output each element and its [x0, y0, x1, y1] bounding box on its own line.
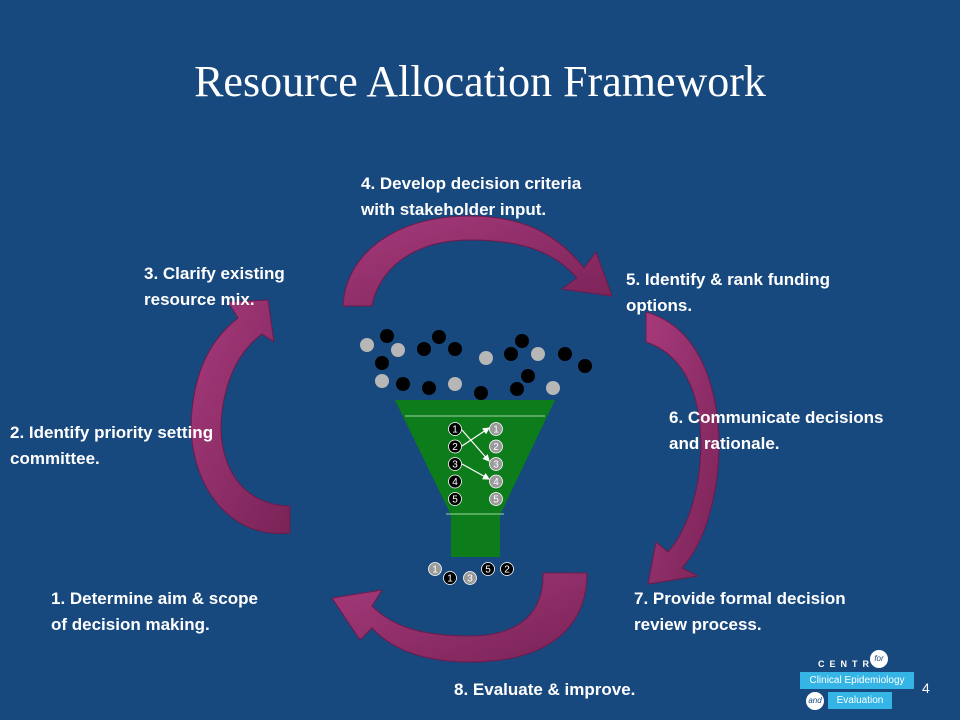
rank-marker-left: 5 [448, 492, 462, 506]
logo-line-1: Clinical Epidemiology [800, 672, 914, 689]
output-marker-text: 5 [485, 565, 491, 576]
cycle-arrow-right [645, 311, 720, 585]
rank-marker-left: 1 [448, 422, 462, 436]
rank-marker-right: 5 [489, 492, 503, 506]
funnel-output: 11 3 5 2 [428, 562, 514, 585]
step-8-label: 8. Evaluate & improve. [454, 680, 636, 699]
rank-marker-left-text: 1 [452, 425, 458, 436]
rank-marker-left: 4 [448, 474, 462, 489]
logo-for-badge: for [870, 650, 888, 668]
output-marker-text: 2 [504, 565, 510, 576]
rank-marker-left-text: 5 [452, 495, 458, 506]
rank-marker-right-text: 5 [493, 495, 499, 506]
ranking-arrows [461, 427, 491, 480]
output-marker-text: 1 [432, 565, 438, 576]
step-4-label: 4. Develop decision criteria with stakeh… [361, 174, 582, 219]
rank-marker-right: 1 [489, 422, 503, 436]
step-7-label: 7. Provide formal decision review proces… [634, 589, 846, 634]
step-5-label: 5. Identify & rank funding options. [626, 270, 831, 315]
funnel-left-column: 1 2 3 4 5 [448, 422, 462, 506]
cce-logo: CENTRE for Clinical Epidemiology and Eva… [800, 648, 918, 714]
options-balls [360, 329, 592, 400]
output-marker: 1 [428, 562, 442, 576]
step-1-label: 1. Determine aim & scope of decision mak… [51, 589, 258, 634]
logo-centre-text: CENTRE [818, 659, 886, 669]
rank-marker-right-text: 4 [493, 477, 499, 488]
cycle-arrow-left [190, 299, 291, 534]
logo-and-badge: and [806, 692, 824, 710]
funnel-right-column: 1 2 3 4 5 [489, 422, 503, 506]
page-number: 4 [922, 680, 930, 696]
rank-marker-left-text: 2 [452, 442, 458, 453]
rank-marker-right: 2 [489, 439, 503, 454]
step-3-label: 3. Clarify existing resource mix. [144, 264, 285, 309]
output-marker-text: 1 [447, 574, 453, 585]
output-marker: 1 [443, 571, 457, 585]
rank-marker-left: 2 [448, 439, 462, 454]
funnel [395, 400, 555, 557]
slide-title: Resource Allocation Framework [194, 57, 766, 106]
step-2-label: 2. Identify priority setting committee. [10, 423, 214, 468]
rank-marker-left-text: 4 [452, 477, 458, 488]
rank-marker-right: 3 [489, 457, 503, 471]
rank-marker-right: 4 [489, 474, 503, 489]
output-marker-text: 3 [467, 574, 473, 585]
rank-marker-right-text: 2 [493, 442, 499, 453]
output-marker: 5 [481, 562, 495, 576]
cycle-arrow-bottom [331, 572, 588, 663]
output-marker: 2 [500, 562, 514, 576]
logo-line-2: Evaluation [828, 692, 892, 709]
cycle-arrow-top [342, 215, 613, 307]
rank-marker-right-text: 3 [493, 460, 499, 471]
rank-marker-left: 3 [448, 457, 462, 471]
output-marker: 3 [463, 571, 477, 585]
step-6-label: 6. Communicate decisions and rationale. [669, 408, 884, 453]
rank-marker-right-text: 1 [493, 425, 499, 436]
rank-marker-left-text: 3 [452, 460, 458, 471]
